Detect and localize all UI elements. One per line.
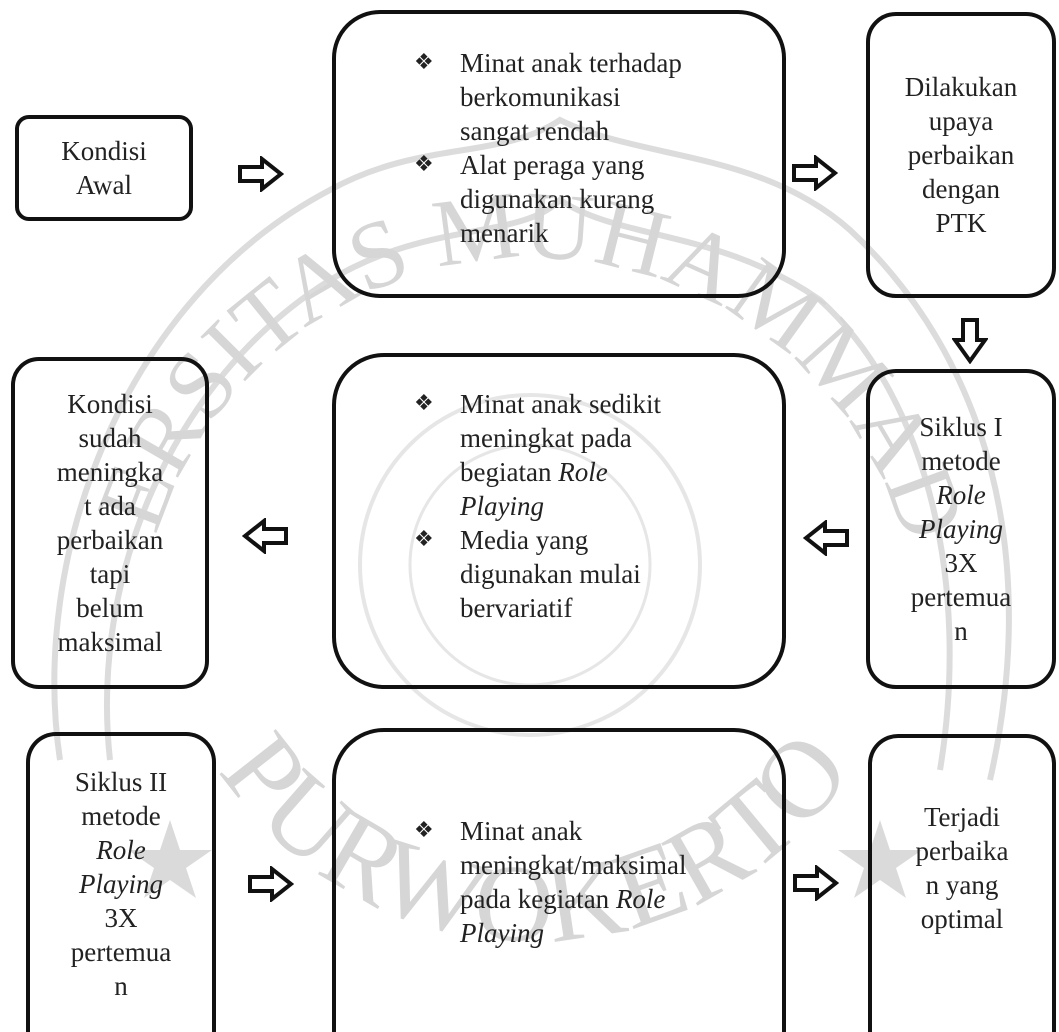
box-line: Terjadi xyxy=(923,802,1001,832)
box-kondisi-awal: Kondisi Awal xyxy=(15,115,193,221)
box-line: 3X xyxy=(944,548,978,578)
list-item: ❖ Minat anak sedikit meningkat pada begi… xyxy=(414,387,661,523)
box-line: tapi xyxy=(89,559,131,589)
box-line: Siklus I xyxy=(919,412,1003,442)
list-item: ❖ Minat anak terhadap berkomunikasi sang… xyxy=(414,46,682,148)
box-line: Kondisi xyxy=(67,389,153,419)
box-ptk: Dilakukan upaya perbaikan dengan PTK xyxy=(866,12,1056,298)
box-masalah: ❖ Minat anak terhadap berkomunikasi sang… xyxy=(332,10,786,298)
diamond-bullet-icon: ❖ xyxy=(414,527,434,552)
diamond-bullet-icon: ❖ xyxy=(414,152,434,177)
box-line: Siklus II xyxy=(74,767,168,797)
box-line: upaya xyxy=(928,106,994,136)
diamond-bullet-icon: ❖ xyxy=(414,391,434,416)
box-line: n xyxy=(954,616,968,646)
item-line: Playing xyxy=(460,918,544,948)
box-line: n xyxy=(114,971,128,1001)
arrow-right-icon xyxy=(793,865,839,901)
box-line: 3X xyxy=(104,903,138,933)
box-line: metode xyxy=(921,446,1001,476)
box-line: t ada xyxy=(84,491,136,521)
arrow-right-icon xyxy=(248,866,294,902)
box-line: maksimal xyxy=(57,627,163,657)
box-line: belum xyxy=(76,593,144,623)
box-line: Role xyxy=(96,835,146,865)
arrow-left-icon xyxy=(242,518,288,554)
item-line: Minat anak terhadap xyxy=(460,48,682,78)
box-line: Dilakukan xyxy=(904,72,1018,102)
box-line: Kondisi xyxy=(61,136,147,166)
box-line: perbaika xyxy=(915,836,1009,866)
box-line: perbaikan xyxy=(907,140,1015,170)
box-line: Awal xyxy=(75,170,132,200)
arrow-right-icon xyxy=(792,155,838,191)
item-line: Minat anak xyxy=(460,816,583,846)
box-line: PTK xyxy=(935,208,987,238)
item-line: berkomunikasi xyxy=(460,82,621,112)
box-line: n yang xyxy=(925,870,999,900)
arrow-down-icon xyxy=(952,318,988,364)
item-line: pada kegiatan Role xyxy=(460,884,666,914)
item-line: Playing xyxy=(460,491,544,521)
box-line: Role xyxy=(936,480,986,510)
box-line: optimal xyxy=(920,904,1004,934)
item-line: meningkat/maksimal xyxy=(460,850,687,880)
box-hasil-siklus1: ❖ Minat anak sedikit meningkat pada begi… xyxy=(332,353,786,689)
arrow-right-icon xyxy=(238,156,284,192)
item-line: meningkat pada xyxy=(460,423,632,453)
item-line: Alat peraga yang xyxy=(460,150,645,180)
list-item: ❖ Minat anak meningkat/maksimal pada keg… xyxy=(414,814,686,950)
box-siklus1: Siklus I metode Role Playing 3X pertemua… xyxy=(866,369,1056,689)
item-line: digunakan mulai xyxy=(460,559,641,589)
item-line: digunakan kurang xyxy=(460,184,655,214)
box-optimal: Terjadi perbaika n yang optimal xyxy=(868,734,1056,1032)
box-line: pertemua xyxy=(910,582,1012,612)
item-line: bervariatif xyxy=(460,593,573,623)
box-line: meningka xyxy=(56,457,164,487)
item-line: Minat anak sedikit xyxy=(460,389,661,419)
box-line: perbaikan xyxy=(56,525,164,555)
arrow-left-icon xyxy=(803,520,849,556)
diamond-bullet-icon: ❖ xyxy=(414,50,434,75)
item-line: sangat rendah xyxy=(460,116,610,146)
item-line: begiatan Role xyxy=(460,457,608,487)
box-hasil-siklus2: ❖ Minat anak meningkat/maksimal pada keg… xyxy=(332,728,786,1032)
box-line: Playing xyxy=(79,869,163,899)
box-line: Playing xyxy=(919,514,1003,544)
box-line: pertemua xyxy=(70,937,172,967)
box-siklus2: Siklus II metode Role Playing 3X pertemu… xyxy=(26,732,216,1032)
list-item: ❖ Alat peraga yang digunakan kurang mena… xyxy=(414,148,682,250)
item-line: menarik xyxy=(460,218,549,248)
item-line: Media yang xyxy=(460,525,589,555)
box-line: sudah xyxy=(78,423,142,453)
box-line: dengan xyxy=(922,174,1000,204)
list-item: ❖ Media yang digunakan mulai bervariatif xyxy=(414,523,661,625)
diamond-bullet-icon: ❖ xyxy=(414,818,434,843)
box-kondisi-sudah: Kondisi sudah meningka t ada perbaikan t… xyxy=(11,357,209,689)
box-line: metode xyxy=(81,801,161,831)
